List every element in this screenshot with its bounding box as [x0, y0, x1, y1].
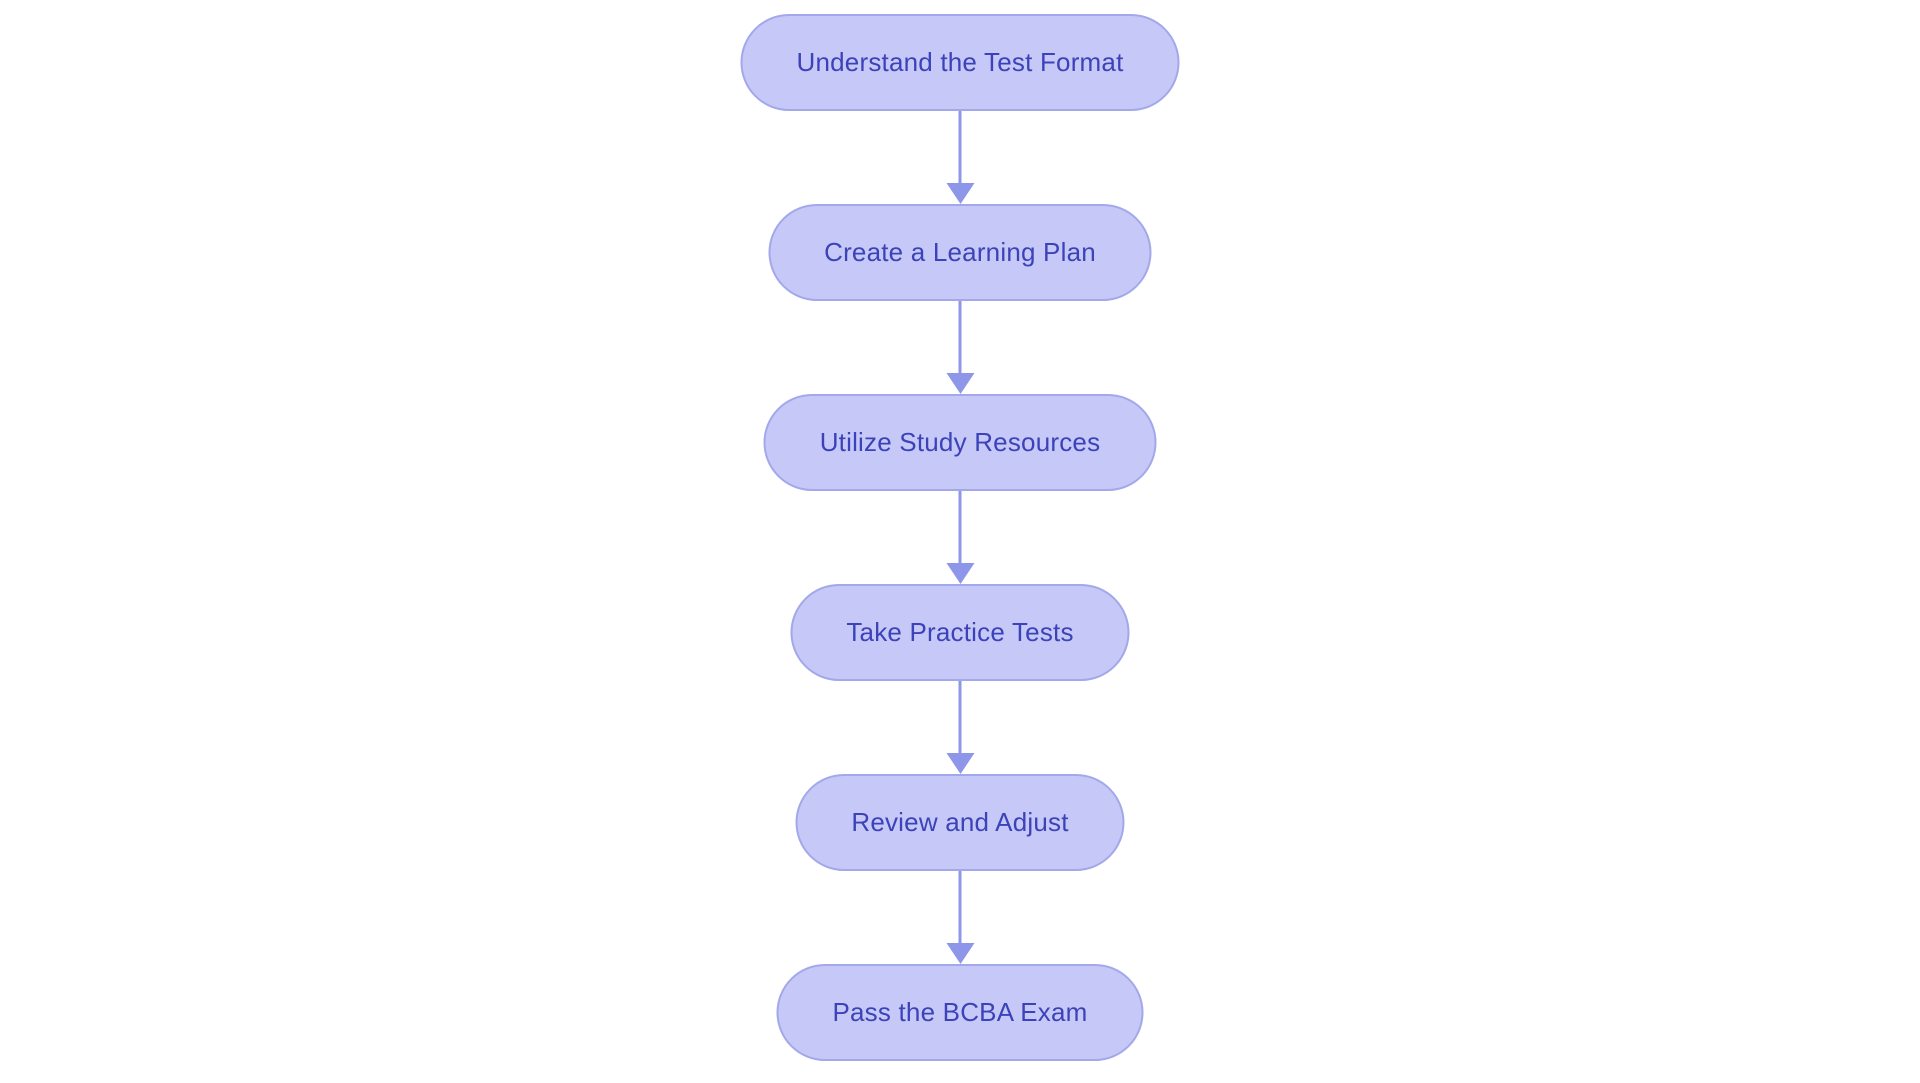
flow-node-label: Take Practice Tests	[846, 617, 1074, 647]
flow-node-label: Pass the BCBA Exam	[832, 997, 1088, 1027]
arrow-down-connector	[946, 491, 974, 584]
arrow-down-connector	[946, 681, 974, 774]
flow-node-label: Utilize Study Resources	[819, 427, 1101, 457]
flowchart-column: Understand the Test Format Create a Lear…	[740, 14, 1180, 1061]
arrow-head-icon	[946, 183, 974, 204]
flow-node-label: Understand the Test Format	[796, 47, 1124, 77]
arrow-down-connector	[946, 871, 974, 964]
flow-node-take-practice-tests[interactable]: Take Practice Tests	[790, 584, 1130, 681]
arrow-head-icon	[946, 373, 974, 394]
arrow-down-connector	[946, 111, 974, 204]
flow-node-label: Create a Learning Plan	[824, 237, 1096, 267]
flow-node-review-and-adjust[interactable]: Review and Adjust	[795, 774, 1125, 871]
flow-node-pass-bcba-exam[interactable]: Pass the BCBA Exam	[776, 964, 1144, 1061]
flow-node-utilize-study-resources[interactable]: Utilize Study Resources	[763, 394, 1157, 491]
arrow-down-connector	[946, 301, 974, 394]
arrow-head-icon	[946, 563, 974, 584]
arrow-line	[958, 111, 962, 184]
flow-node-understand-test-format[interactable]: Understand the Test Format	[740, 14, 1180, 111]
flow-node-label: Review and Adjust	[851, 807, 1069, 837]
arrow-head-icon	[946, 753, 974, 774]
flow-node-create-learning-plan[interactable]: Create a Learning Plan	[768, 204, 1152, 301]
arrow-line	[958, 301, 962, 374]
arrow-line	[958, 491, 962, 564]
arrow-line	[958, 871, 962, 944]
arrow-head-icon	[946, 943, 974, 964]
arrow-line	[958, 681, 962, 754]
